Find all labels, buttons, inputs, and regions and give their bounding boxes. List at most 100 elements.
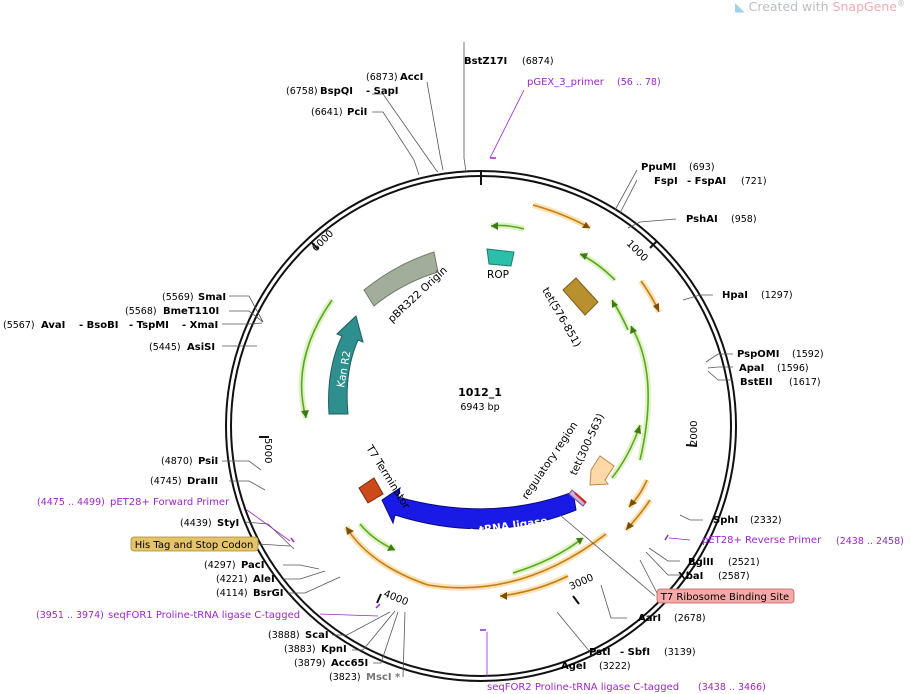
enzyme-acci-pos: (6873) bbox=[366, 72, 398, 83]
primer-marks bbox=[290, 157, 669, 631]
backbone-outer bbox=[225, 170, 737, 682]
enzyme-psii: PsiI bbox=[198, 456, 218, 467]
t7-rbs-label: T7 Ribosome Binding Site bbox=[660, 592, 789, 603]
enzyme-xbai-pos: (2587) bbox=[718, 571, 750, 582]
rbs-mark bbox=[574, 492, 587, 504]
enzyme-tspmi: - TspMI bbox=[129, 320, 169, 331]
rop-label: ROP bbox=[487, 269, 509, 281]
enzyme-pspomi: PspOMI bbox=[737, 349, 779, 360]
enzyme-ppumi: PpuMI bbox=[641, 162, 676, 173]
enzyme-hpai: HpaI bbox=[722, 290, 748, 301]
tick-marks bbox=[259, 240, 698, 605]
enzyme-apai: ApaI bbox=[739, 363, 764, 374]
enzyme-aari-pos: (2678) bbox=[674, 613, 706, 624]
enzyme-alei-pos: (4221) bbox=[216, 574, 248, 585]
his-tag-label: His Tag and Stop Codon bbox=[135, 540, 254, 551]
enzyme-avai-pos: (5567) bbox=[3, 320, 35, 331]
primer-seqfor2: seqFOR2 Proline-tRNA ligase C-tagged bbox=[487, 682, 679, 693]
enzyme-bmet110i-pos: (5568) bbox=[125, 306, 157, 317]
enzyme-msci-pos: (3823) bbox=[329, 672, 361, 683]
enzyme-sbfi: - SbfI bbox=[620, 647, 650, 658]
enzyme-msci: MscI * bbox=[366, 672, 401, 683]
enzyme-xbai: XbaI bbox=[678, 571, 703, 582]
primer-seqfor1-range: (3951 .. 3974) bbox=[36, 610, 104, 621]
plasmid-name: 1012_1 bbox=[458, 386, 502, 399]
enzyme-bsrgi-pos: (4114) bbox=[216, 588, 248, 599]
enzyme-fspai: - FspAI bbox=[687, 176, 726, 187]
his-tag-leader bbox=[257, 543, 291, 547]
enzyme-bglii-pos: (2521) bbox=[728, 557, 760, 568]
tet-300-563-feature[interactable] bbox=[589, 455, 615, 486]
enzyme-asisi-pos: (5445) bbox=[149, 342, 181, 353]
proline-trna-ligase-feature[interactable] bbox=[381, 486, 577, 530]
enzyme-bglii: BglII bbox=[688, 557, 714, 568]
enzyme-bstz17i: BstZ17I bbox=[464, 56, 507, 67]
plasmid-size: 6943 bp bbox=[460, 402, 499, 413]
watermark-prefix: Created with bbox=[748, 0, 833, 15]
enzyme-hpai-pos: (1297) bbox=[761, 290, 793, 301]
enzyme-pcii: PciI bbox=[347, 107, 367, 118]
enzyme-agei: AgeI bbox=[561, 661, 586, 672]
enzyme-sapi: - SapI bbox=[366, 86, 398, 97]
enzyme-smai-pos: (5569) bbox=[162, 292, 194, 303]
enzyme-scai: ScaI bbox=[305, 630, 329, 641]
enzyme-bsteii-pos: (1617) bbox=[789, 377, 821, 388]
watermark-brand: SnapGene bbox=[832, 0, 897, 15]
enzyme-kpni-pos: (3883) bbox=[284, 644, 316, 655]
primer-pgex3: pGEX_3_primer bbox=[527, 77, 605, 88]
regulatory-region-label: regulatory region bbox=[520, 420, 581, 502]
primer-pet28-fwd-range: (4475 .. 4499) bbox=[37, 497, 105, 508]
enzyme-pshai-pos: (958) bbox=[731, 214, 757, 225]
primer-seqfor2-range: (3438 .. 3466) bbox=[698, 682, 766, 693]
enzyme-ppumi-pos: (693) bbox=[689, 162, 715, 173]
enzyme-draiii: DraIII bbox=[187, 476, 218, 487]
enzyme-acc65i-pos: (3879) bbox=[294, 658, 326, 669]
primer-pet28-fwd: pET28+ Forward Primer bbox=[110, 497, 230, 508]
enzyme-pspomi-pos: (1592) bbox=[792, 349, 824, 360]
enzyme-apai-pos: (1596) bbox=[777, 363, 809, 374]
orf-arcs-orange bbox=[343, 202, 662, 600]
enzyme-fspi: FspI bbox=[654, 176, 678, 187]
enzyme-paci-pos: (4297) bbox=[204, 560, 236, 571]
primer-pet28-rev: pET28+ Reverse Primer bbox=[702, 535, 822, 546]
tick-2000: 2000 bbox=[689, 421, 700, 446]
pbr322-origin-feature[interactable] bbox=[363, 251, 439, 307]
snapgene-watermark: ◣ Created with SnapGene® bbox=[735, 0, 905, 14]
enzyme-paci: PacI bbox=[241, 560, 264, 571]
his-tag-box[interactable]: His Tag and Stop Codon bbox=[130, 536, 259, 552]
enzyme-agei-pos: (3222) bbox=[599, 661, 631, 672]
enzyme-bsobi: - BsoBI bbox=[79, 320, 118, 331]
enzyme-acc65i: Acc65I bbox=[331, 658, 368, 669]
enzyme-styi: StyI bbox=[217, 518, 239, 529]
enzyme-kpni: KpnI bbox=[321, 644, 347, 655]
tick-3000: 3000 bbox=[568, 572, 596, 592]
enzyme-xmai: - XmaI bbox=[182, 320, 218, 331]
snapgene-logo-icon: ◣ bbox=[735, 0, 745, 15]
backbone-inner bbox=[230, 175, 732, 677]
primer-leaders bbox=[246, 89, 691, 677]
primer-seqfor1: seqFOR1 Proline-tRNA ligase C-tagged bbox=[108, 610, 300, 621]
enzyme-labels: BstZ17I (6874) (6873) AccI (6758) BspQI … bbox=[3, 56, 824, 683]
enzyme-bsteii: BstEII bbox=[740, 377, 773, 388]
enzyme-asisi: AsiSI bbox=[187, 342, 215, 353]
leader-lines bbox=[222, 42, 733, 678]
tet-576-851-feature[interactable] bbox=[562, 277, 599, 316]
tick-5000: 5000 bbox=[262, 438, 273, 463]
enzyme-smai: SmaI bbox=[198, 292, 226, 303]
enzyme-bspqi: BspQI bbox=[320, 86, 353, 97]
enzyme-pcii-pos: (6641) bbox=[311, 107, 343, 118]
enzyme-fspai-pos: (721) bbox=[741, 176, 767, 187]
enzyme-styi-pos: (4439) bbox=[180, 518, 212, 529]
t7-terminator-feature[interactable] bbox=[358, 477, 384, 504]
enzyme-scai-pos: (3888) bbox=[268, 630, 300, 641]
enzyme-alei: AleI bbox=[253, 574, 275, 585]
primer-pgex3-range: (56 .. 78) bbox=[617, 77, 661, 88]
enzyme-draiii-pos: (4745) bbox=[150, 476, 182, 487]
rop-feature[interactable] bbox=[486, 248, 515, 267]
enzyme-pshai: PshAI bbox=[686, 214, 718, 225]
enzyme-bmet110i: BmeT110I bbox=[163, 306, 219, 317]
kan-r2-feature[interactable] bbox=[328, 315, 364, 415]
tick-1000: 1000 bbox=[624, 238, 650, 264]
t7-rbs-box[interactable]: T7 Ribosome Binding Site bbox=[656, 588, 795, 604]
